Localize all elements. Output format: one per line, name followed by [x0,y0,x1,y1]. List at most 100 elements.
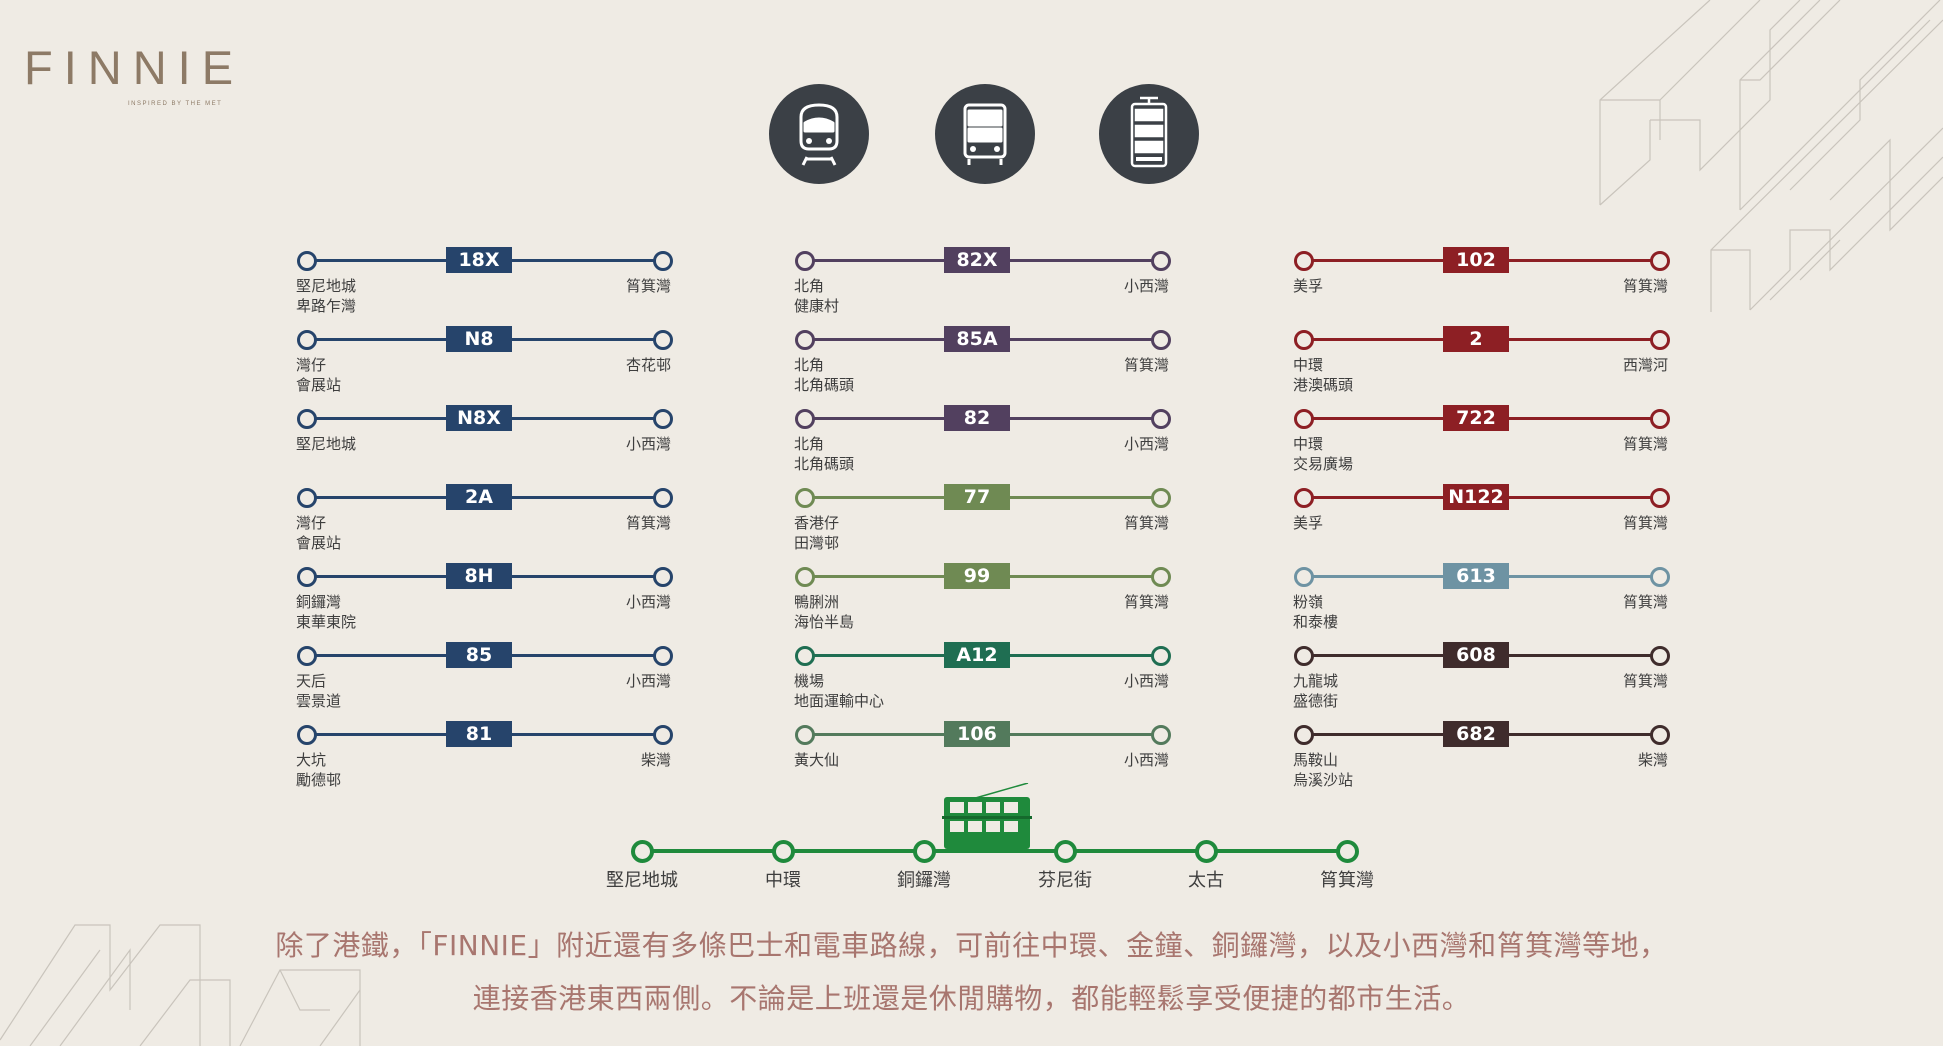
route-origin: 大坑 勵德邨 [296,751,342,789]
tram-stop [772,840,795,863]
route-number-badge: N122 [1443,484,1509,510]
route-stop-start [1294,251,1314,271]
decorative-lineart-top-right [1599,0,1943,312]
tram-stop [1195,840,1218,863]
route-origin: 灣仔 會展站 [296,356,342,394]
route-origin: 香港仔 田灣邨 [794,514,840,552]
route-stop-start [795,251,815,271]
brand-tagline: INSPIRED BY THE MET [128,101,223,107]
route-row: N8X 堅尼地城 小西灣 [296,401,696,471]
tram-stop [1336,840,1359,863]
route-number-badge: N8 [446,326,512,352]
route-stop-end [653,409,673,429]
route-number-badge: 613 [1443,563,1509,589]
route-origin: 北角 北角碼頭 [794,356,855,394]
route-number-badge: 106 [944,721,1010,747]
route-origin: 中環 港澳碼頭 [1293,356,1354,394]
route-origin: 美孚 [1293,514,1324,532]
tram-stop-label: 堅尼地城 [606,870,678,891]
route-origin: 銅鑼灣 東華東院 [296,593,357,631]
route-destination: 筲箕灣 [1123,514,1169,532]
route-destination: 筲箕灣 [1622,277,1668,295]
brand-logo: FINNIE INSPIRED BY THE MET [24,41,245,107]
route-stop-end [1151,646,1171,666]
route-row: 81 大坑 勵德邨 柴灣 [296,717,696,789]
route-origin: 粉嶺 和泰樓 [1293,593,1339,631]
route-stop-end [653,725,673,745]
route-destination: 筲箕灣 [625,514,671,532]
tram-stop [631,840,654,863]
route-stop-end [1151,330,1171,350]
route-stop-end [653,251,673,271]
route-origin: 灣仔 會展站 [296,514,342,552]
route-number-badge: 102 [1443,247,1509,273]
route-stop-start [297,567,317,587]
route-stop-end [653,488,673,508]
route-stop-start [297,251,317,271]
route-row: 722 中環 交易廣場 筲箕灣 [1293,401,1693,473]
route-stop-start [795,330,815,350]
route-number-badge: A12 [944,642,1010,668]
route-stop-end [1650,488,1670,508]
tram-stop-label: 芬尼街 [1038,870,1092,891]
brand-name: FINNIE [24,41,245,94]
route-destination: 小西灣 [1123,672,1169,690]
route-stop-end [1151,409,1171,429]
route-stop-end [1650,409,1670,429]
route-destination: 柴灣 [640,751,671,769]
route-number-badge: 722 [1443,405,1509,431]
tram-stop-label: 中環 [765,870,801,891]
tram-stop [913,840,936,863]
tram-icon [1099,84,1199,184]
route-destination: 筲箕灣 [625,277,671,295]
route-stop-start [1294,725,1314,745]
route-row: N122 美孚 筲箕灣 [1293,480,1693,550]
route-origin: 堅尼地城 [296,435,357,453]
tram-stop [1054,840,1077,863]
footer-text-line1: 除了港鐵，「FINNIE」附近還有多條巴士和電車路線，可前往中環、金鐘、銅鑼灣，… [275,929,1668,962]
route-destination: 筲箕灣 [1622,435,1668,453]
route-origin: 北角 健康村 [794,277,840,315]
route-origin: 馬鞍山 烏溪沙站 [1293,751,1354,789]
route-destination: 杏花邨 [625,356,671,374]
route-destination: 筲箕灣 [1622,514,1668,532]
route-origin: 中環 交易廣場 [1293,435,1354,473]
route-number-badge: N8X [446,405,512,431]
route-number-badge: 85 [446,642,512,668]
route-stop-start [297,488,317,508]
route-destination: 小西灣 [625,435,671,453]
route-number-badge: 2A [446,484,512,510]
route-stop-end [1151,725,1171,745]
route-destination: 小西灣 [625,672,671,690]
route-row: 102 美孚 筲箕灣 [1293,243,1693,313]
route-destination: 筲箕灣 [1123,356,1169,374]
route-number-badge: 77 [944,484,1010,510]
route-number-badge: 82 [944,405,1010,431]
route-stop-start [1294,646,1314,666]
route-stop-end [653,646,673,666]
route-number-badge: 82X [944,247,1010,273]
route-number-badge: 18X [446,247,512,273]
transport-modes [769,84,1199,184]
route-stop-start [1294,409,1314,429]
route-origin: 美孚 [1293,277,1324,295]
route-row: N8 灣仔 會展站 杏花邨 [296,322,696,394]
route-stop-end [1151,567,1171,587]
route-stop-end [1650,251,1670,271]
route-destination: 筲箕灣 [1622,672,1668,690]
route-stop-start [297,646,317,666]
route-number-badge: 81 [446,721,512,747]
route-stop-end [653,567,673,587]
tram-stop-label: 銅鑼灣 [897,870,951,891]
route-origin: 機場 地面運輸中心 [794,672,885,710]
route-stop-start [795,646,815,666]
